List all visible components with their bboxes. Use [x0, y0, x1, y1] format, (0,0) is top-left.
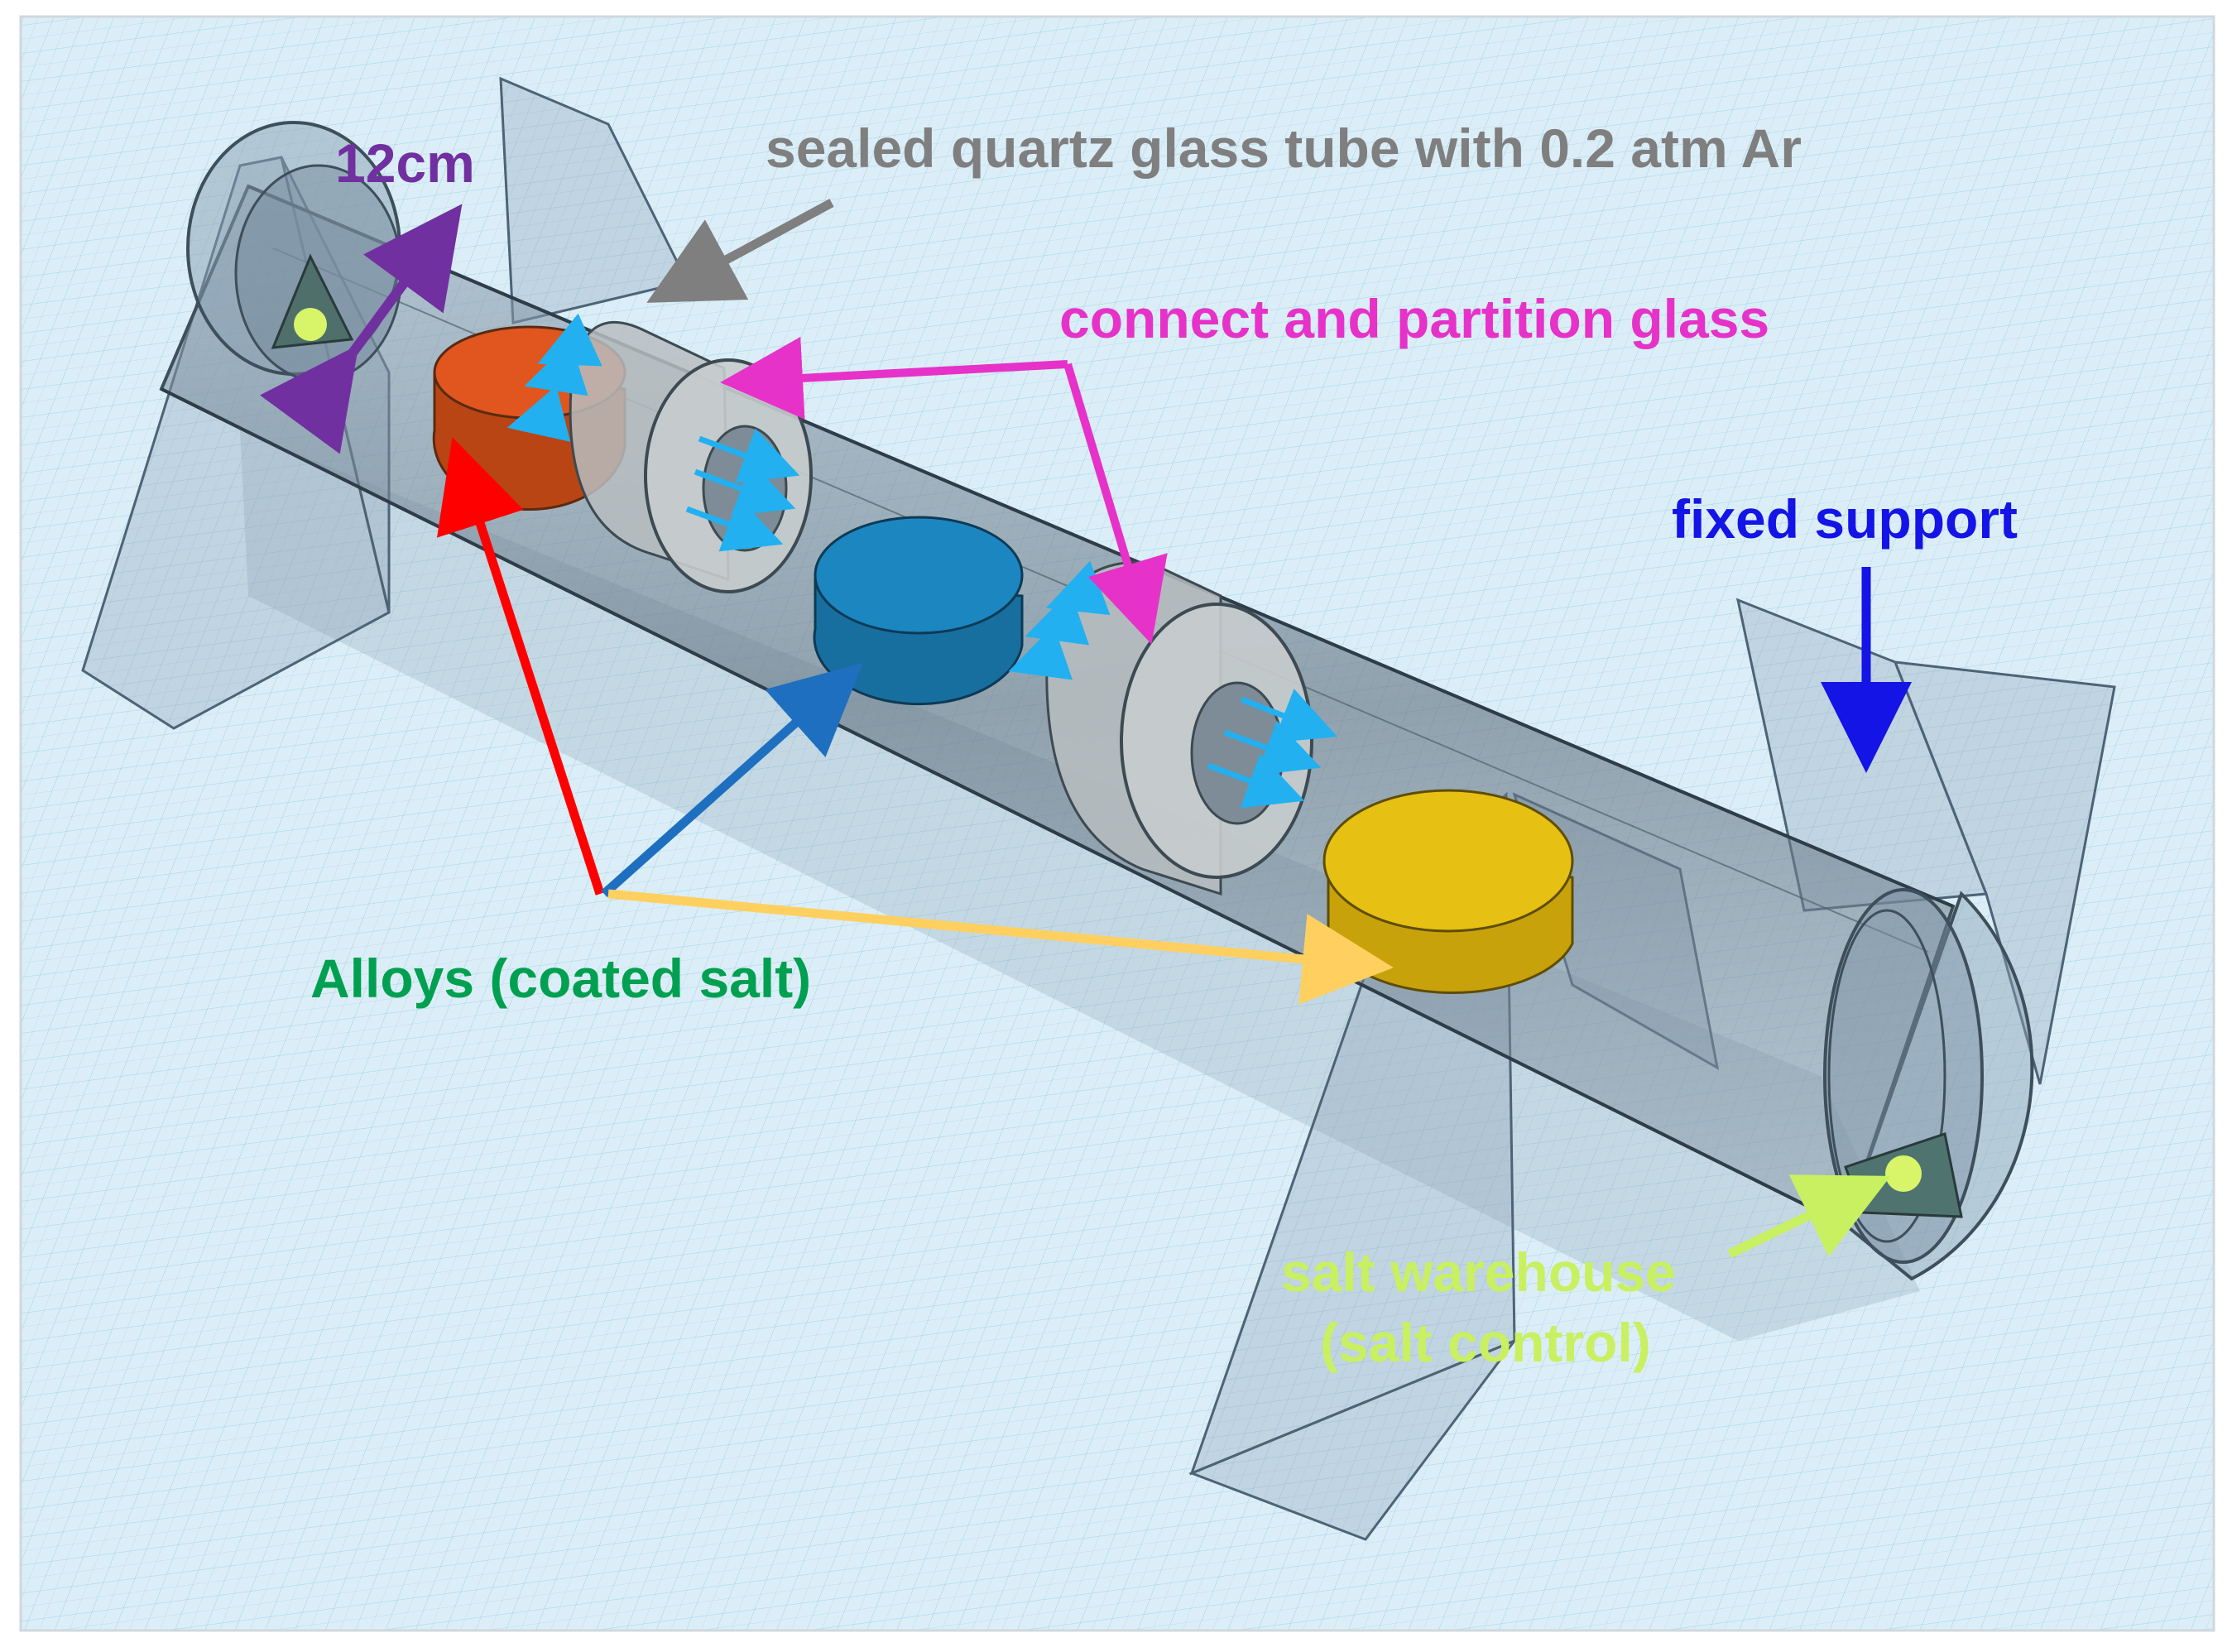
alloys-label: Alloys (coated salt)	[310, 948, 811, 1009]
alloy-arrow-red	[436, 437, 605, 896]
image-border	[19, 15, 2215, 1632]
warehouse-arrow	[1727, 1174, 1891, 1258]
diameter-label: 12cm	[335, 132, 475, 194]
alloy-arrow-blue	[601, 662, 863, 898]
flow-arrows	[506, 313, 1338, 809]
flow-arrow	[506, 385, 571, 442]
flow-arrow	[685, 497, 784, 552]
warehouse-label-line2: (salt control)	[1320, 1312, 1651, 1373]
support-label: fixed support	[1672, 488, 2018, 550]
salt-dot-left	[294, 308, 327, 341]
partition-arrow-1	[720, 336, 1068, 420]
tube-shadow	[240, 430, 1920, 1341]
partition-label: connect and partition glass	[1059, 288, 1769, 349]
partition-arrow-2	[1063, 363, 1168, 645]
flow-arrow	[1008, 625, 1073, 680]
alloy-yellow	[1322, 789, 1574, 994]
alloy-arrow-yellow	[607, 889, 1394, 1005]
salt-dot-right	[1885, 1155, 1922, 1192]
flow-arrow	[694, 461, 796, 516]
tube-label-arrow	[646, 199, 834, 303]
diameter-arrow	[260, 204, 463, 454]
flow-arrow	[1207, 753, 1305, 809]
flow-arrow	[524, 340, 588, 396]
warehouse-label-line1: salt warehouse	[1281, 1241, 1676, 1303]
right-end-cap	[1823, 888, 2034, 1281]
tube-label: sealed quartz glass tube with 0.2 atm Ar	[766, 118, 1802, 179]
alloy-blue	[813, 516, 1024, 706]
tube-edge-top	[247, 185, 1954, 908]
partition-glass-2	[1045, 560, 1313, 896]
